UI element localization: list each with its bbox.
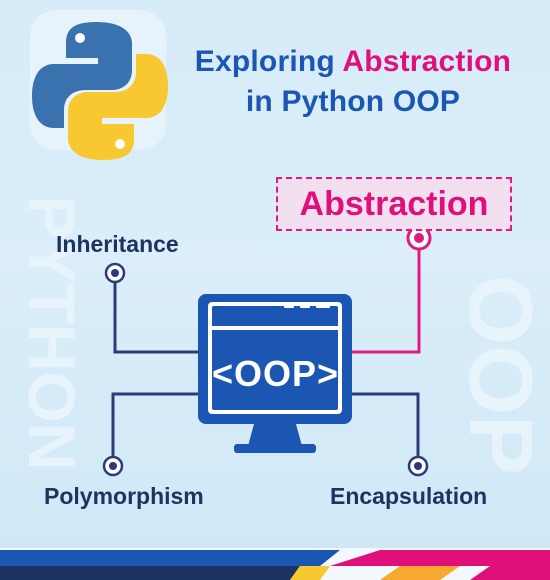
inheritance-label: Inheritance [56, 231, 179, 257]
title-accent: Abstraction [342, 45, 512, 78]
monitor-icon [198, 294, 352, 453]
abstraction-node: Abstraction [276, 177, 512, 231]
node-dot-polymorphism [102, 455, 124, 477]
page-title: Exploring Abstraction in Python OOP [168, 42, 538, 122]
connector-encapsulation [352, 392, 420, 466]
node-dot-encapsulation [407, 455, 429, 477]
node-dot-inheritance [104, 262, 126, 284]
python-logo-icon [32, 22, 168, 160]
connector-inheritance [113, 273, 198, 354]
bottom-stripe [0, 548, 550, 580]
connector-polymorphism [111, 392, 198, 466]
title-part1: Exploring [194, 45, 343, 78]
abstraction-label: Abstraction [299, 185, 489, 223]
encapsulation-label: Encapsulation [330, 483, 488, 509]
oop-center-label: <OOP> [212, 353, 340, 394]
connector-abstraction [352, 238, 421, 354]
title-line2: in Python OOP [245, 85, 461, 118]
polymorphism-label: Polymorphism [44, 483, 204, 509]
